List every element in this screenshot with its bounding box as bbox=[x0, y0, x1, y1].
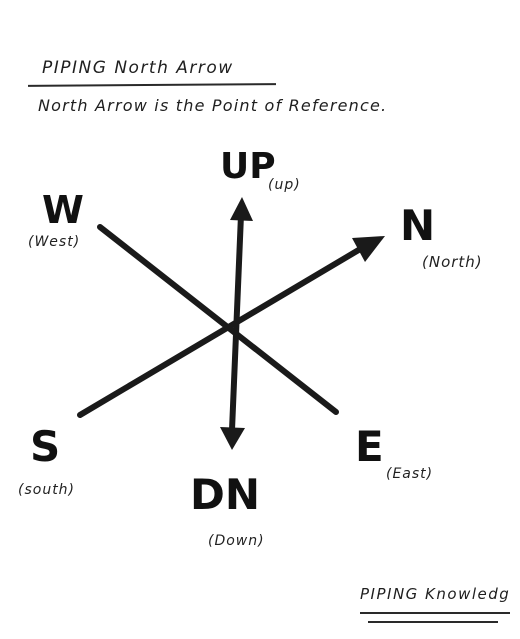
up-label: UP bbox=[220, 146, 276, 187]
north-label: N bbox=[400, 201, 436, 250]
down-arrowhead bbox=[220, 427, 245, 450]
up-sublabel: (up) bbox=[268, 177, 301, 193]
up-down-line bbox=[229, 212, 244, 433]
east-label: E bbox=[355, 422, 384, 471]
south-label: S bbox=[30, 422, 61, 471]
south-north-line bbox=[77, 245, 365, 418]
north-arrowhead bbox=[352, 236, 385, 262]
footer-double-underline bbox=[368, 621, 498, 623]
diagram-subtitle: North Arrow is the Point of Reference. bbox=[38, 96, 388, 115]
east-sublabel: (East) bbox=[386, 466, 434, 482]
footer-brand: PIPING Knowledg bbox=[360, 585, 511, 603]
footer-underline bbox=[360, 612, 510, 614]
west-label: W bbox=[42, 188, 84, 232]
west-sublabel: (West) bbox=[28, 234, 81, 250]
west-east-line bbox=[97, 224, 339, 415]
up-arrowhead bbox=[230, 197, 253, 221]
down-label: DN bbox=[190, 470, 261, 519]
north-sublabel: (North) bbox=[422, 253, 483, 271]
south-sublabel: (south) bbox=[18, 482, 76, 498]
diagram-title: PIPING North Arrow bbox=[42, 58, 234, 78]
down-sublabel: (Down) bbox=[208, 533, 265, 549]
